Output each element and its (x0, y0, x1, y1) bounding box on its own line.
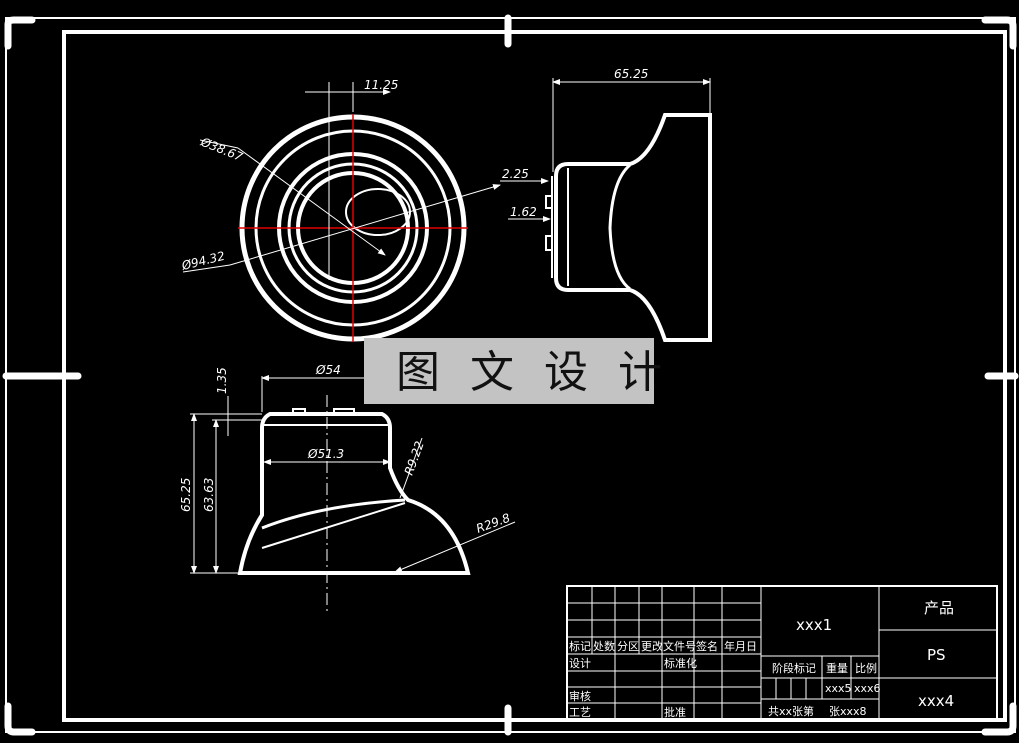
tb-header-sign: 签名 (696, 639, 718, 653)
dim-front-63-63: 63.63 (202, 478, 216, 512)
watermark: 图 文 设 计 (364, 338, 670, 404)
tb-design: 设计 (569, 657, 591, 670)
tb-process: 工艺 (569, 706, 591, 719)
dim-dia-38-67: Ø38.67 (198, 134, 245, 164)
tb-header-count: 处数 (593, 640, 615, 653)
tb-header-mark: 标记 (569, 639, 591, 653)
tb-header-zone: 分区 (617, 640, 639, 653)
dim-top-11-25: 11.25 (364, 78, 398, 92)
dim-front-dia-54: Ø54 (315, 363, 341, 377)
watermark-text: 图 文 设 计 (396, 347, 670, 398)
tb-weight: 重量 (826, 661, 848, 675)
tb-scale-value: xxx6 (854, 682, 881, 695)
dim-front-r9-22: R9.22 (402, 439, 427, 477)
dim-front-1-35: 1.35 (215, 367, 229, 394)
tb-product-label: 产品 (924, 599, 954, 617)
drawing-frame (2, 14, 1019, 736)
tb-drawing-name: xxx1 (796, 616, 832, 634)
dim-front-dia-51-3: Ø51.3 (307, 447, 344, 461)
dim-side-2-25: 2.25 (502, 167, 529, 181)
top-view: 11.25 Ø38.67 Ø94.32 (179, 78, 501, 342)
dim-front-65-25: 65.25 (179, 478, 193, 512)
tb-sheets: 共xx张第 (768, 704, 814, 718)
tb-stage-mark: 阶段标记 (772, 661, 816, 675)
tb-material: PS (927, 646, 946, 664)
center-lines (238, 114, 468, 342)
tb-standard: 标准化 (664, 656, 697, 670)
tb-approve: 批准 (664, 705, 686, 719)
tb-sheet-no: 张xxx8 (829, 705, 867, 718)
tb-scale: 比例 (855, 661, 877, 675)
side-view: 65.25 2.25 1.62 (500, 67, 712, 342)
tb-review: 审核 (569, 689, 591, 703)
tb-weight-value: xxx5 (825, 682, 852, 695)
dim-front-r29-8: R29.8 (474, 511, 512, 536)
dim-side-1-62: 1.62 (510, 205, 537, 219)
tb-header-date: 年月日 (724, 639, 757, 653)
dim-side-65-25: 65.25 (614, 67, 648, 81)
title-block: 标记 处数 分区 更改文件号 签名 年月日 设计 标准化 审核 工艺 批准 xx… (566, 585, 998, 721)
tb-header-change-doc: 更改文件号 (641, 639, 696, 653)
tb-drawing-no: xxx4 (918, 692, 954, 710)
corner-marks (2, 14, 1019, 736)
